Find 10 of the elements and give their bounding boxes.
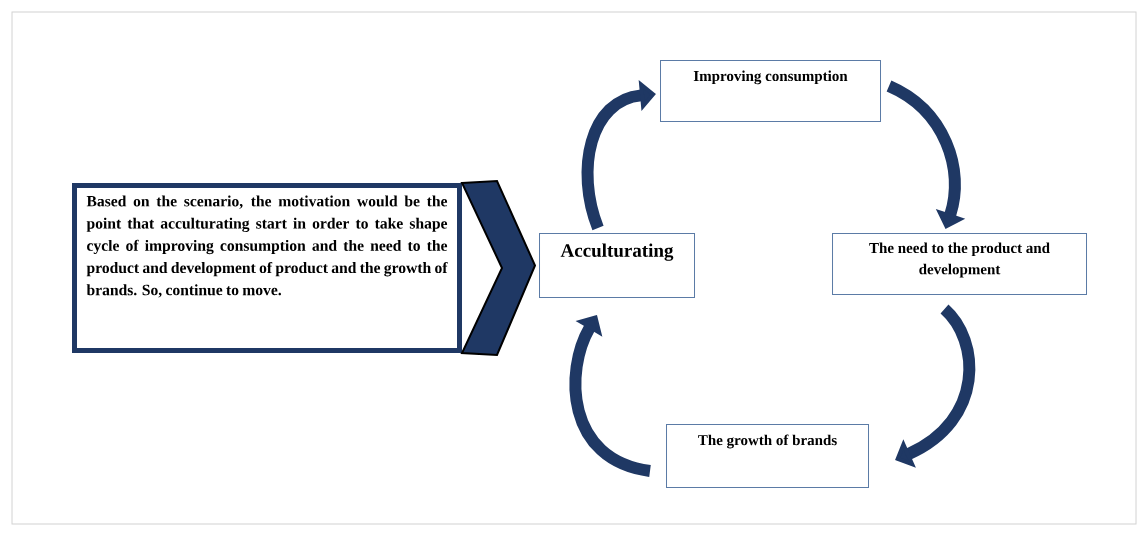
process-box: Acculturating xyxy=(539,233,695,298)
process-box: The growth of brands xyxy=(666,424,869,488)
curved-arrow xyxy=(581,80,656,230)
curved-arrow xyxy=(569,315,652,477)
chevron-arrow xyxy=(460,179,537,357)
text-box: Based on the scenario, the motivation would be the point that acculturating start in order to take shape cycle of improving consumption and the need to the product and development of product and the growth of brands. So, continue to move. xyxy=(72,183,462,353)
process-box: Improving consumption xyxy=(660,60,881,122)
process-box: The need to the product and development xyxy=(832,233,1087,295)
curved-arrow xyxy=(895,304,976,468)
curved-arrow xyxy=(886,80,966,229)
